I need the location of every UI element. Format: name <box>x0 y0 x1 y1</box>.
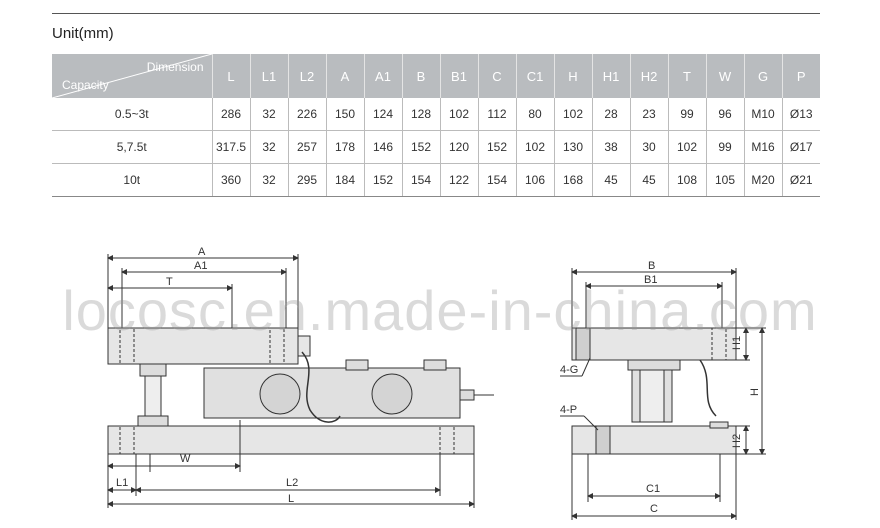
table-cell: 178 <box>325 130 364 164</box>
corner-header: Dimension Capacity <box>52 54 212 98</box>
table-cell: 30 <box>629 130 668 164</box>
top-rule <box>52 13 820 14</box>
unit-label: Unit(mm) <box>52 25 114 42</box>
label-B1: B1 <box>644 274 657 286</box>
table-cell: 32 <box>249 98 288 131</box>
table-cell: 45 <box>591 163 630 197</box>
table-cell: 226 <box>287 98 326 131</box>
table-cell: 23 <box>629 98 668 131</box>
table-cell: 360 <box>211 163 250 197</box>
technical-drawing: A A1 T W L1 L2 L <box>107 246 766 520</box>
table-cell: 286 <box>211 98 250 131</box>
table-row: 10t 360 32 295 184 152 154 122 154 106 1… <box>52 163 820 197</box>
table-cell: Ø21 <box>781 163 820 197</box>
label-L1: L1 <box>116 477 128 489</box>
column-header: C1 <box>515 54 554 98</box>
table-cell: Ø13 <box>781 98 820 131</box>
column-header: L1 <box>249 54 288 98</box>
label-B: B <box>648 260 655 272</box>
table-row: 0.5~3t 286 32 226 150 124 128 102 112 80… <box>52 98 820 131</box>
diagonal-divider <box>52 54 212 98</box>
table-cell: 108 <box>667 163 706 197</box>
table-cell: 130 <box>553 130 592 164</box>
capacity-cell: 10t <box>52 163 212 197</box>
table-cell: Ø17 <box>781 130 820 164</box>
dimension-table: Dimension Capacity L L1 L2 A A1 B B1 C C… <box>52 54 820 197</box>
table-cell: 38 <box>591 130 630 164</box>
label-L2: L2 <box>286 477 298 489</box>
table-cell: 122 <box>439 163 478 197</box>
table-cell: 32 <box>249 130 288 164</box>
table-cell: 106 <box>515 163 554 197</box>
table-cell: 102 <box>553 98 592 131</box>
table-cell: 102 <box>667 130 706 164</box>
table-cell: 112 <box>477 98 516 131</box>
table-header-row: Dimension Capacity L L1 L2 A A1 B B1 C C… <box>52 54 820 98</box>
table-cell: 128 <box>401 98 440 131</box>
table-cell: 124 <box>363 98 402 131</box>
table-row: 5,7.5t 317.5 32 257 178 146 152 120 152 … <box>52 130 820 164</box>
table-cell: 45 <box>629 163 668 197</box>
table-cell: 120 <box>439 130 478 164</box>
label-W: W <box>180 453 191 465</box>
table-cell: 168 <box>553 163 592 197</box>
column-header: B1 <box>439 54 478 98</box>
side-view: B B1 H1 H H2 4-G 4-P C1 C <box>560 260 766 520</box>
table-cell: M16 <box>743 130 782 164</box>
table-cell: 152 <box>363 163 402 197</box>
table-cell: 154 <box>401 163 440 197</box>
table-cell: 28 <box>591 98 630 131</box>
label-H: H <box>749 388 761 396</box>
table-cell: 105 <box>705 163 744 197</box>
table-cell: 96 <box>705 98 744 131</box>
table-cell: 99 <box>705 130 744 164</box>
label-C: C <box>650 503 658 515</box>
table-cell: 184 <box>325 163 364 197</box>
label-C1: C1 <box>646 483 660 495</box>
table-cell: 80 <box>515 98 554 131</box>
table-cell: 152 <box>401 130 440 164</box>
table-cell: 102 <box>515 130 554 164</box>
table-cell: 154 <box>477 163 516 197</box>
column-header: C <box>477 54 516 98</box>
label-4G: 4-G <box>560 364 578 376</box>
column-header: L <box>211 54 250 98</box>
table-cell: M10 <box>743 98 782 131</box>
column-header: H1 <box>591 54 630 98</box>
column-header: G <box>743 54 782 98</box>
column-header: A <box>325 54 364 98</box>
label-L: L <box>288 493 294 505</box>
table-cell: 99 <box>667 98 706 131</box>
label-H1: H1 <box>731 336 743 350</box>
column-header: H2 <box>629 54 668 98</box>
table-cell: M20 <box>743 163 782 197</box>
capacity-cell: 0.5~3t <box>52 98 212 131</box>
column-header: A1 <box>363 54 402 98</box>
label-T: T <box>166 276 173 288</box>
table-cell: 32 <box>249 163 288 197</box>
label-A: A <box>198 246 206 258</box>
table-cell: 257 <box>287 130 326 164</box>
table-cell: 102 <box>439 98 478 131</box>
table-cell: 150 <box>325 98 364 131</box>
front-view: A A1 T W L1 L2 L <box>107 246 494 508</box>
column-header: T <box>667 54 706 98</box>
table-cell: 146 <box>363 130 402 164</box>
column-header: B <box>401 54 440 98</box>
column-header: W <box>705 54 744 98</box>
dimension-label: Dimension <box>146 60 204 74</box>
capacity-cell: 5,7.5t <box>52 130 212 164</box>
column-header: P <box>781 54 820 98</box>
label-4P: 4-P <box>560 404 577 416</box>
watermark: locosc.en.made-in-china.com <box>62 279 818 342</box>
column-header: L2 <box>287 54 326 98</box>
table-cell: 317.5 <box>211 130 250 164</box>
column-header: H <box>553 54 592 98</box>
label-H2: H2 <box>731 434 743 448</box>
table-cell: 295 <box>287 163 326 197</box>
table-cell: 152 <box>477 130 516 164</box>
capacity-label: Capacity <box>62 78 109 92</box>
label-A1: A1 <box>194 260 207 272</box>
